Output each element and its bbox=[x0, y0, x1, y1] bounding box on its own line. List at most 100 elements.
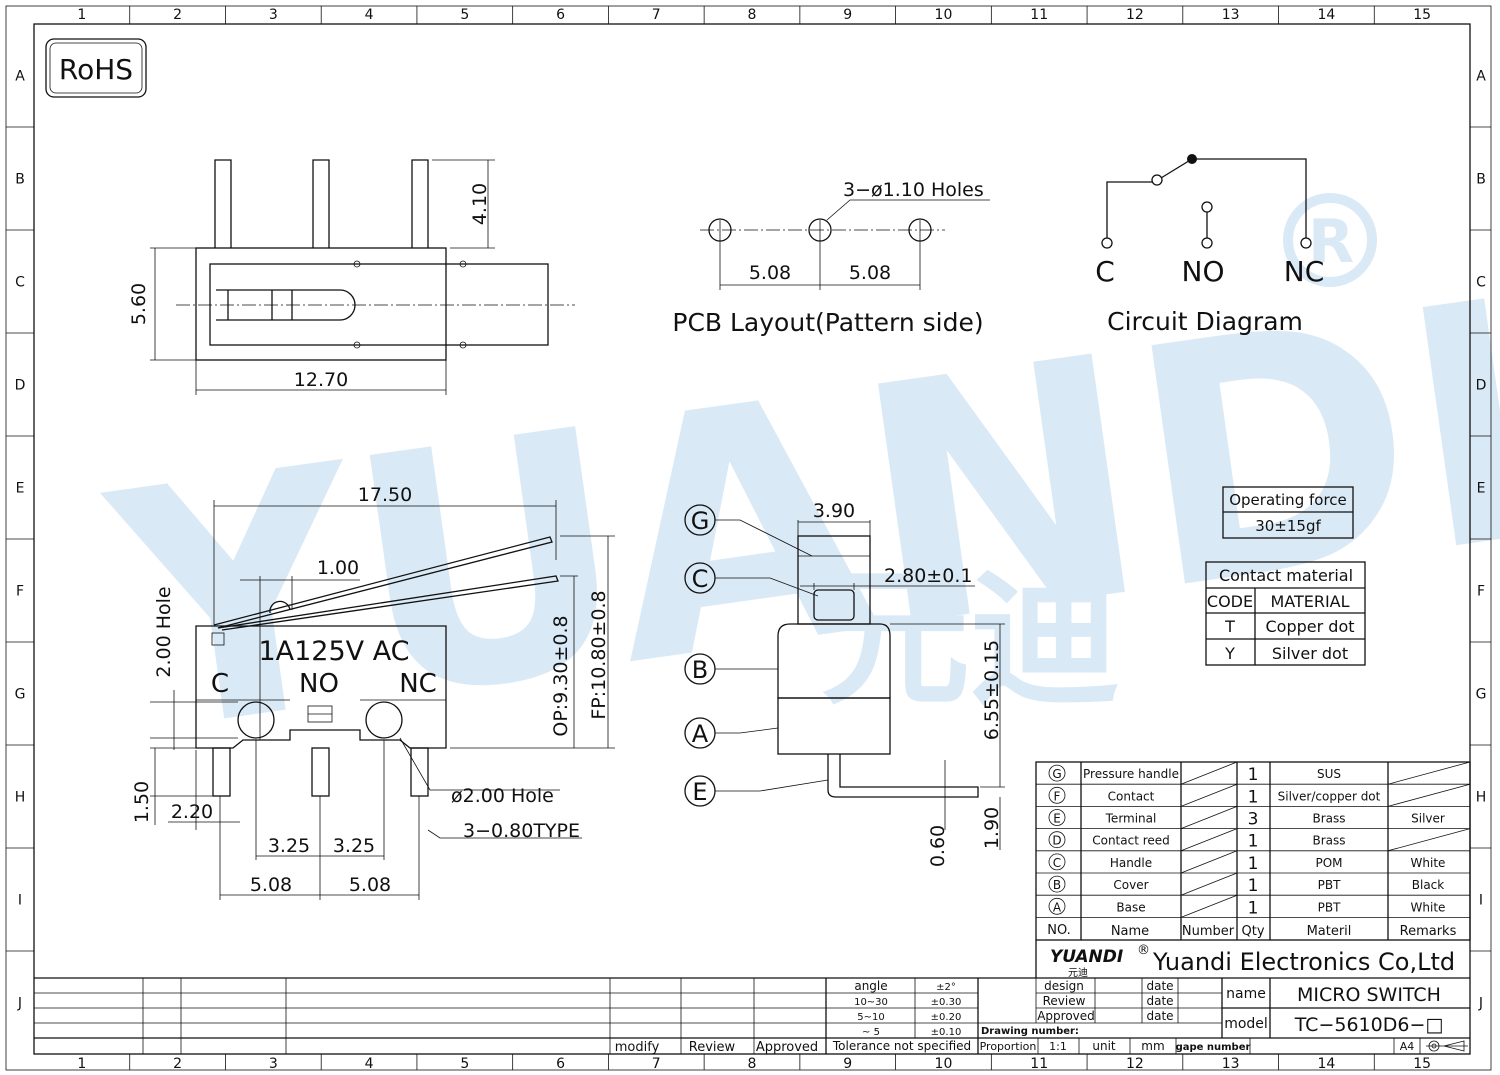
svg-text:Contact: Contact bbox=[1108, 789, 1155, 803]
row-marker: B bbox=[15, 172, 25, 188]
svg-text:F: F bbox=[1054, 789, 1061, 803]
column-marker: 5 bbox=[460, 7, 469, 23]
svg-text:1: 1 bbox=[1248, 898, 1259, 918]
column-marker: 3 bbox=[269, 7, 278, 23]
svg-text:date: date bbox=[1146, 1009, 1173, 1023]
svg-text:Operating force: Operating force bbox=[1229, 491, 1347, 509]
svg-text:G: G bbox=[691, 507, 710, 535]
pcb-layout: 5.08 5.08 3−ø1.10 Holes PCB Layout(Patte… bbox=[672, 179, 990, 337]
svg-text:Copper dot: Copper dot bbox=[1266, 617, 1355, 636]
svg-text:R: R bbox=[1308, 207, 1354, 277]
svg-text:10~30: 10~30 bbox=[854, 997, 888, 1008]
svg-text:angle: angle bbox=[854, 979, 887, 993]
svg-text:G: G bbox=[1052, 767, 1061, 781]
svg-text:A4: A4 bbox=[1400, 1040, 1415, 1053]
svg-text:PBT: PBT bbox=[1318, 900, 1341, 914]
svg-text:3.90: 3.90 bbox=[813, 500, 855, 522]
svg-text:B: B bbox=[692, 656, 708, 684]
row-marker: I bbox=[18, 893, 22, 909]
svg-text:1.00: 1.00 bbox=[317, 557, 359, 579]
title-block: modify Review Approved angle±2°10~30±0.3… bbox=[34, 977, 1470, 1055]
svg-text:±0.30: ±0.30 bbox=[931, 997, 962, 1008]
svg-text:E: E bbox=[1053, 812, 1061, 826]
svg-text:C: C bbox=[1095, 255, 1115, 288]
column-marker: 11 bbox=[1030, 7, 1048, 23]
svg-text:PBT: PBT bbox=[1318, 878, 1341, 892]
pcb-title: PCB Layout(Pattern side) bbox=[672, 308, 983, 337]
svg-text:Cover: Cover bbox=[1113, 878, 1148, 892]
front-view: 1A125V AC C NO NC 17.50 1.00 2.00 Hole O… bbox=[131, 484, 615, 900]
row-marker: B bbox=[1476, 172, 1486, 188]
svg-text:1.50: 1.50 bbox=[131, 781, 153, 823]
svg-text:Contact material: Contact material bbox=[1219, 566, 1353, 585]
row-marker: H bbox=[15, 790, 26, 806]
svg-text:Silver dot: Silver dot bbox=[1272, 644, 1348, 663]
row-marker: D bbox=[15, 378, 26, 394]
svg-text:5.08: 5.08 bbox=[250, 874, 292, 896]
svg-text:3.25: 3.25 bbox=[333, 835, 375, 857]
circuit-diagram: C NO NC Circuit Diagram bbox=[1095, 154, 1324, 336]
svg-text:±0.10: ±0.10 bbox=[931, 1027, 962, 1038]
svg-text:Approved: Approved bbox=[756, 1040, 818, 1055]
svg-text:Review: Review bbox=[689, 1040, 736, 1055]
svg-text:0.60: 0.60 bbox=[927, 825, 949, 867]
side-view: 3.90 2.80±0.1 6.55±0.15 0.60 1.90 G C B … bbox=[684, 500, 1005, 867]
svg-text:modify: modify bbox=[615, 1040, 660, 1055]
svg-text:White: White bbox=[1411, 856, 1446, 870]
svg-text:NO.: NO. bbox=[1047, 923, 1071, 938]
dim-length: 12.70 bbox=[294, 369, 348, 391]
part-model: TC−5610D6−□ bbox=[1294, 1014, 1444, 1036]
svg-text:Approved: Approved bbox=[1037, 1009, 1095, 1023]
row-marker: F bbox=[1477, 584, 1485, 600]
svg-text:B: B bbox=[1053, 878, 1061, 892]
svg-text:2.80±0.1: 2.80±0.1 bbox=[884, 565, 972, 587]
svg-text:Number: Number bbox=[1182, 924, 1235, 939]
svg-text:Black: Black bbox=[1412, 878, 1445, 892]
dim-width: 5.60 bbox=[128, 283, 150, 325]
column-marker: 4 bbox=[365, 7, 374, 23]
column-marker: 7 bbox=[652, 7, 661, 23]
svg-text:MATERIAL: MATERIAL bbox=[1270, 592, 1349, 611]
row-marker: D bbox=[1476, 378, 1487, 394]
svg-text:1: 1 bbox=[1248, 787, 1259, 807]
svg-text:®: ® bbox=[1137, 943, 1150, 958]
svg-text:White: White bbox=[1411, 900, 1446, 914]
row-marker: I bbox=[1479, 893, 1483, 909]
rating: 1A125V AC bbox=[258, 636, 409, 667]
column-marker: 5 bbox=[460, 1056, 469, 1072]
watermark-registered bbox=[1283, 193, 1377, 287]
row-marker: J bbox=[17, 996, 22, 1012]
svg-text:±0.20: ±0.20 bbox=[931, 1012, 962, 1023]
rohs-badge: RoHS bbox=[45, 38, 147, 98]
column-marker: 9 bbox=[843, 7, 852, 23]
dim-pin-height: 4.10 bbox=[469, 183, 491, 225]
row-marker: J bbox=[1478, 996, 1483, 1012]
contact-material-table: Contact material CODE MATERIAL T Copper … bbox=[1205, 561, 1366, 666]
svg-text:Drawing number:: Drawing number: bbox=[981, 1026, 1079, 1037]
svg-text:6.55±0.15: 6.55±0.15 bbox=[981, 640, 1003, 741]
svg-text:C: C bbox=[1053, 856, 1061, 870]
svg-text:元迪: 元迪 bbox=[1068, 967, 1088, 979]
svg-text:T: T bbox=[1224, 617, 1235, 636]
column-marker: 9 bbox=[843, 1056, 852, 1072]
svg-text:30±15gf: 30±15gf bbox=[1255, 517, 1321, 535]
svg-text:1: 1 bbox=[1248, 854, 1259, 874]
svg-text:mm: mm bbox=[1141, 1039, 1164, 1053]
svg-text:1: 1 bbox=[1248, 876, 1259, 896]
row-marker: C bbox=[1476, 275, 1486, 291]
svg-text:NO: NO bbox=[299, 669, 339, 699]
svg-text:Tolerance not specified: Tolerance not specified bbox=[832, 1039, 971, 1053]
svg-text:gape number: gape number bbox=[1176, 1042, 1251, 1053]
tolerance-row: 5~10±0.20 bbox=[857, 1012, 961, 1023]
svg-text:A: A bbox=[692, 720, 709, 748]
column-marker: 15 bbox=[1413, 1056, 1431, 1072]
column-marker: 10 bbox=[935, 7, 953, 23]
svg-text:17.50: 17.50 bbox=[358, 484, 412, 506]
svg-text:5.08: 5.08 bbox=[749, 262, 791, 284]
svg-text:Handle: Handle bbox=[1110, 856, 1152, 870]
